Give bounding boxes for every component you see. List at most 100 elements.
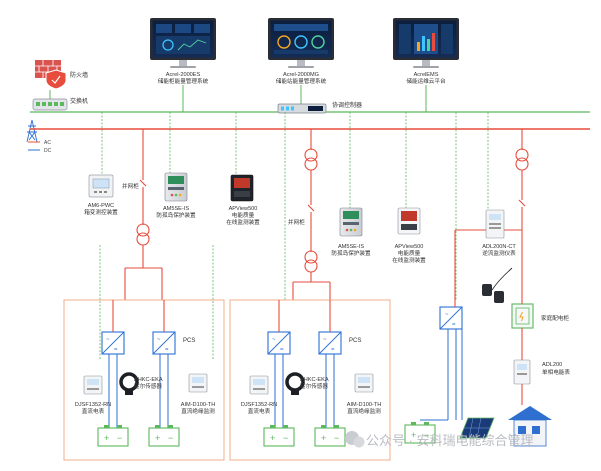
mid-bottom-transformer-icon <box>304 250 318 273</box>
transmission-tower-icon <box>26 119 38 143</box>
adl200-model: ADL200 <box>542 362 562 368</box>
solar-panel-icon <box>459 417 495 439</box>
battery-pack-icon: +− <box>97 425 129 447</box>
storage-cabinets: ~=~=PCSDJSF1352-RN直流电表AHKC-EKA霍尔传感器AIM-D… <box>63 299 391 461</box>
monitor-1-name: Acrel-2000ES <box>166 72 201 78</box>
ct-sensor-icon <box>482 267 513 303</box>
svg-text:~: ~ <box>445 312 449 318</box>
wechat-icon <box>345 431 365 448</box>
adl200-desc: 单相电能表 <box>542 368 570 376</box>
monitor-1-desc: 储能柜能量管理系统 <box>158 77 209 85</box>
monitor-acrelems: AcrelEMS 储能运维云平台 <box>393 18 459 85</box>
svg-text:+: + <box>411 430 416 440</box>
insulation-monitor-device <box>354 373 374 393</box>
pcs-unit-icon: ~= <box>101 300 125 430</box>
switch-icon <box>32 98 68 111</box>
pcs-label: PCS <box>349 338 361 344</box>
dc-meter-desc: 直流电表 <box>248 407 271 415</box>
adl200n-ct-device <box>485 209 505 239</box>
apview-mid-desc2: 在线监测装置 <box>392 256 426 264</box>
dc-meter-device <box>83 375 103 395</box>
home-panel-icon <box>511 303 534 329</box>
insulation-monitor-device <box>188 373 208 393</box>
svg-text:−: − <box>424 430 429 440</box>
svg-text:~: ~ <box>106 337 110 343</box>
monitor-acrel-2000es: Acrel-2000ES 储能柜能量管理系统 <box>150 18 216 85</box>
legend-dc: DC <box>44 148 52 154</box>
aim-desc: 直流绝缘监测 <box>347 407 381 415</box>
monitor-acrel-2000mg: Acrel-2000MG 储能站能量管理系统 <box>268 18 334 85</box>
svg-text:=: = <box>165 347 169 353</box>
am5se-left-model: AM5SE-IS <box>163 206 189 212</box>
mid-top-transformer-icon <box>304 148 318 171</box>
svg-text:~: ~ <box>272 337 276 343</box>
battery-pack-icon: +− <box>148 425 180 447</box>
am6-desc: 箱变测控装置 <box>84 208 118 216</box>
hall-model: AHKC-EKA <box>134 377 163 383</box>
pcs-unit-icon: ~= <box>318 300 342 430</box>
svg-text:+: + <box>270 433 275 443</box>
am5se-mid-desc: 防孤岛保护装置 <box>331 249 371 257</box>
svg-text:=: = <box>114 347 118 353</box>
hall-model: AHKC-EKA <box>300 377 329 383</box>
svg-text:+: + <box>104 433 109 443</box>
monitor-2-name: Acrel-2000MG <box>283 72 319 78</box>
aim-model: AIM-D100-TH <box>347 402 382 408</box>
pv-battery-icon: + − <box>404 422 436 444</box>
pv-inverter-icon: ~ = <box>439 306 463 330</box>
mid-jbg-label: 并网柜 <box>288 218 305 226</box>
comm-dashed-lines <box>99 112 489 360</box>
svg-text:~: ~ <box>323 337 327 343</box>
storage-cabinet-2: ~=~=PCSDJSF1352-RN直流电表AHKC-EKA霍尔传感器AIM-D… <box>229 299 391 461</box>
svg-text:=: = <box>452 322 456 328</box>
coordinator-icon <box>277 103 327 114</box>
am6-model: AM6-PWC <box>88 203 114 209</box>
svg-text:−: − <box>283 433 288 443</box>
pcs-unit-icon: ~= <box>152 300 176 430</box>
svg-text:=: = <box>331 347 335 353</box>
left-transformer-icon <box>136 223 150 246</box>
svg-text:+: + <box>321 433 326 443</box>
svg-text:−: − <box>117 433 122 443</box>
battery-pack-icon: +− <box>314 425 346 447</box>
apview500-mid-device <box>397 207 421 235</box>
hall-sensor-icon <box>285 372 305 395</box>
firewall-icon <box>35 60 67 90</box>
am5se-left-desc: 防孤岛保护装置 <box>156 211 196 219</box>
adl200n-model: ADL200N-CT <box>482 244 516 250</box>
legend-ac: AC <box>44 140 51 146</box>
coordinator-label: 协调控制器 <box>332 101 362 109</box>
svg-text:~: ~ <box>157 337 161 343</box>
firewall-label: 防火墙 <box>70 71 88 79</box>
dc-meter-desc: 直流电表 <box>82 407 105 415</box>
apview-mid-desc1: 电能质量 <box>398 249 421 257</box>
dc-meter-model: DJSF1352-RN <box>241 402 277 408</box>
apview-left-model: APView500 <box>229 206 258 212</box>
watermark-text: 公众号 · 安科瑞电能综合管理 <box>366 433 534 448</box>
svg-text:+: + <box>155 433 160 443</box>
aim-model: AIM-D100-TH <box>181 402 216 408</box>
storage-cabinet-1: ~=~=PCSDJSF1352-RN直流电表AHKC-EKA霍尔传感器AIM-D… <box>63 299 225 461</box>
am5se-left-device <box>164 172 188 202</box>
hall-sensor-icon <box>119 372 139 395</box>
dc-meter-device <box>249 375 269 395</box>
apview500-left-device <box>230 174 254 202</box>
aim-desc: 直流绝缘监测 <box>181 407 215 415</box>
home-panel-label: 家庭配电柜 <box>541 314 569 322</box>
monitor-3-name: AcrelEMS <box>414 72 439 78</box>
cabinet-frame <box>229 299 391 461</box>
monitor-3-desc: 储能运维云平台 <box>406 77 446 85</box>
am5se-mid-model: AM5SE-IS <box>338 244 364 250</box>
hall-desc: 霍尔传感器 <box>134 382 162 390</box>
svg-text:=: = <box>280 347 284 353</box>
dc-meter-model: DJSF1352-RN <box>75 402 111 408</box>
apview-mid-model: APView500 <box>395 244 424 250</box>
right-transformer-icon <box>515 148 529 171</box>
am5se-mid-device <box>339 207 363 237</box>
house-icon <box>508 406 552 447</box>
hall-desc: 霍尔传感器 <box>300 382 328 390</box>
svg-text:−: − <box>168 433 173 443</box>
pcs-label: PCS <box>183 338 195 344</box>
